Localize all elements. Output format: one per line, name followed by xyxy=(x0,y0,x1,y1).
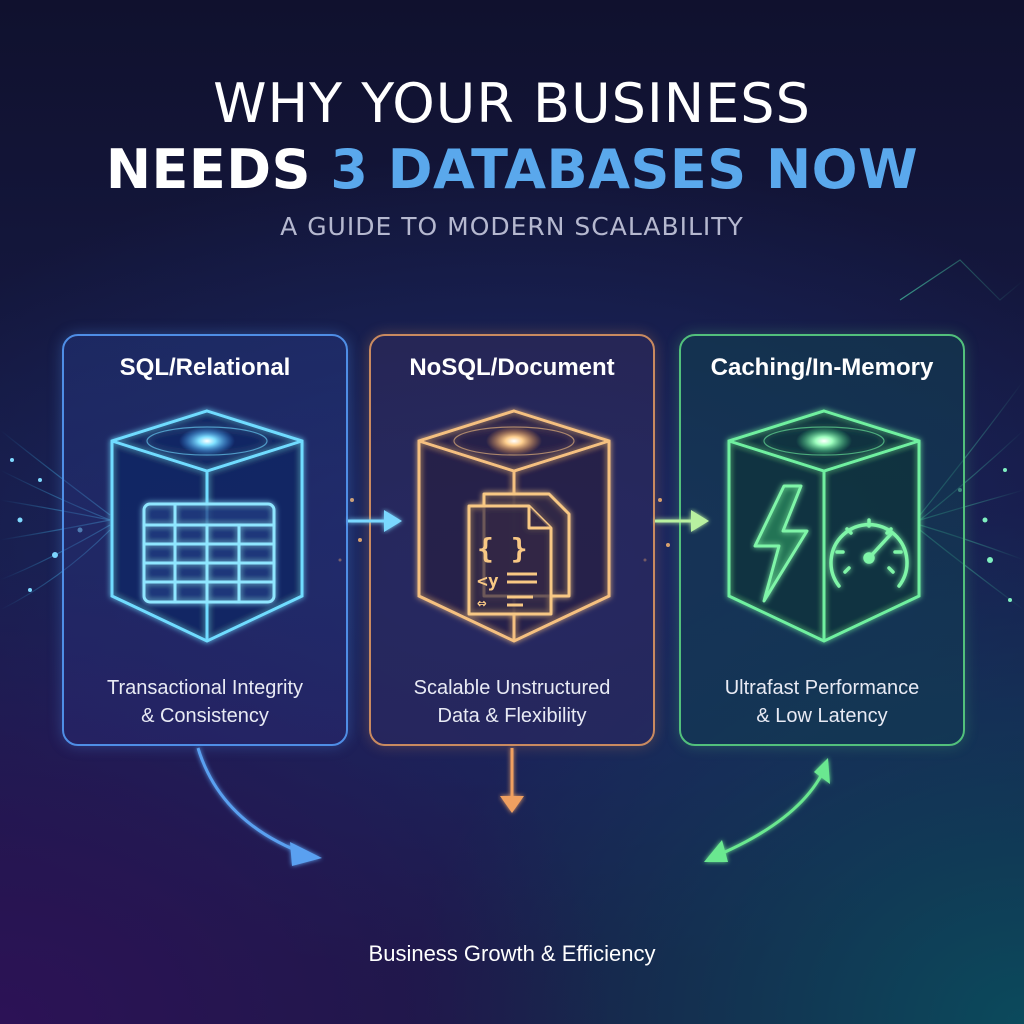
title-highlight: 3 DATABASES NOW xyxy=(330,138,919,201)
card-desc-line2: Data & Flexibility xyxy=(437,705,587,727)
card-title: SQL/Relational xyxy=(119,354,291,381)
table-grid-icon xyxy=(110,409,304,643)
card-title: NoSQL/Document xyxy=(409,354,615,381)
page-title-line2: NEEDS 3 DATABASES NOW xyxy=(0,138,1024,201)
card-desc-line2: & Consistency xyxy=(141,705,269,727)
card-title: Caching/In-Memory xyxy=(710,354,934,381)
card-description: Ultrafast Performance & Low Latency xyxy=(681,674,963,730)
card-nosql-document: NoSQL/Document { } <y ⇔ xyxy=(369,334,655,746)
svg-text:{ }: { } xyxy=(477,532,528,565)
card-desc-line1: Transactional Integrity xyxy=(106,677,303,699)
lightning-speedometer-icon xyxy=(727,409,921,643)
document-code-icon: { } <y ⇔ xyxy=(417,409,611,643)
card-description: Scalable Unstructured Data & Flexibility xyxy=(371,674,653,730)
card-caching-in-memory: Caching/In-Memory xyxy=(679,334,965,746)
page-subtitle: A GUIDE TO MODERN SCALABILITY xyxy=(280,212,744,241)
card-desc-line2: & Low Latency xyxy=(756,705,888,727)
growth-chart-icon xyxy=(317,906,358,908)
svg-text:⇔: ⇔ xyxy=(477,593,487,612)
svg-text:<y: <y xyxy=(477,571,499,592)
page-title-line1: WHY YOUR BUSINESS xyxy=(213,72,811,135)
card-desc-line1: Scalable Unstructured xyxy=(413,677,611,699)
card-desc-line1: Ultrafast Performance xyxy=(724,677,920,699)
growth-label: Business Growth & Efficiency xyxy=(368,941,656,966)
title-needs: NEEDS xyxy=(105,138,312,201)
card-sql-relational: SQL/Relational Transactional Integrity xyxy=(62,334,348,746)
card-description: Transactional Integrity & Consistency xyxy=(64,674,346,730)
